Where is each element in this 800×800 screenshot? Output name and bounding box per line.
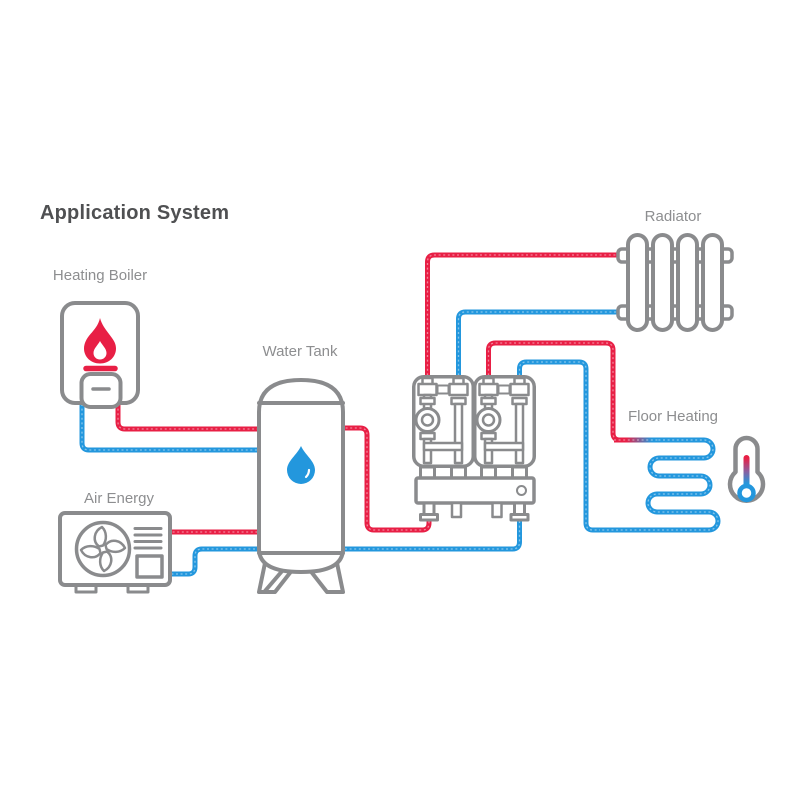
return-pipe-radiator-to-pump — [459, 312, 623, 380]
thermometer-icon — [727, 435, 766, 504]
water-tank-label: Water Tank — [262, 343, 338, 360]
fan-icon — [74, 520, 132, 578]
vent-grille — [133, 527, 164, 579]
floor-heating-label: Floor Heating — [627, 408, 719, 425]
radiator-label: Radiator — [644, 208, 702, 225]
air-energy-label: Air Energy — [83, 490, 155, 507]
manifold-bar — [414, 476, 536, 505]
supply-pipe-boiler-to-tank — [118, 404, 261, 429]
water-drop-icon — [287, 446, 315, 484]
pump-group-radiator — [412, 375, 475, 468]
pump-station — [412, 375, 536, 522]
page-title: Application System — [40, 202, 230, 224]
water-tank — [257, 378, 345, 594]
pump-group-floor — [473, 375, 536, 468]
heating-boiler — [60, 301, 140, 409]
flame-icon — [83, 318, 118, 372]
air-energy-unit — [58, 511, 172, 594]
floor-heating-coil — [600, 440, 718, 530]
radiator — [616, 233, 734, 332]
heating-boiler-label: Heating Boiler — [52, 267, 148, 284]
